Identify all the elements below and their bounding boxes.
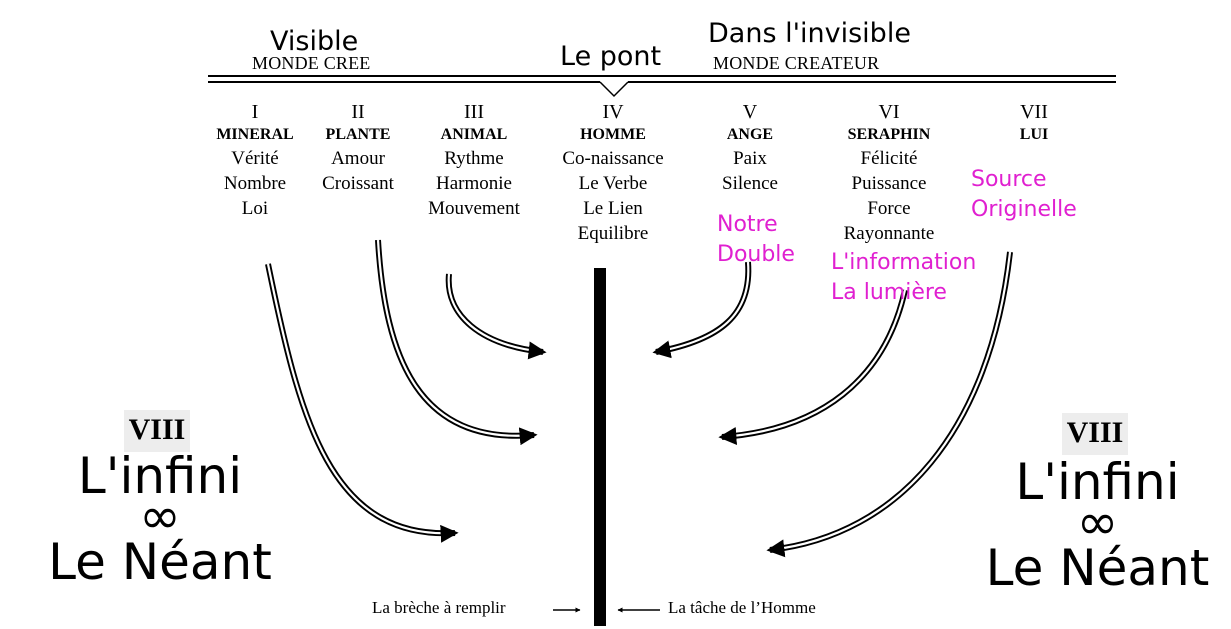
column-number: III bbox=[464, 101, 484, 123]
quality: Félicité bbox=[860, 148, 918, 169]
quality: Le Lien bbox=[583, 198, 643, 219]
lui-note-line: Originelle bbox=[971, 197, 1077, 222]
seraphin-note: L'information La lumière bbox=[831, 248, 976, 308]
arrow-mineral bbox=[265, 263, 459, 543]
quality: Force bbox=[867, 198, 911, 219]
quality: Nombre bbox=[223, 173, 287, 194]
column-number: VII bbox=[1020, 101, 1048, 123]
arrow-lui bbox=[766, 251, 1013, 558]
column-kind: SERAPHIN bbox=[847, 126, 931, 143]
column-kind: ANGE bbox=[726, 126, 774, 143]
lui-note-line: Source bbox=[971, 167, 1047, 192]
ange-note: Notre Double bbox=[717, 210, 795, 270]
left-roman-badge: VIII bbox=[124, 410, 190, 452]
quality: Rayonnante bbox=[843, 223, 935, 244]
le-pont-label: Le pont bbox=[560, 41, 662, 72]
right-infinity-symbol: ∞ bbox=[1076, 493, 1119, 551]
arrow-ange bbox=[652, 261, 752, 359]
column-kind: HOMME bbox=[580, 126, 646, 143]
column-kind: LUI bbox=[1019, 126, 1049, 143]
quality: Mouvement bbox=[428, 198, 520, 219]
column-homme: IV HOMME Co-naissance Le Verbe Le Lien E… bbox=[543, 100, 683, 246]
breche-note: La brèche à remplir bbox=[372, 598, 506, 617]
column-plante: II PLANTE Amour Croissant bbox=[288, 100, 428, 196]
visible-label: Visible bbox=[270, 26, 359, 57]
quality: Paix bbox=[733, 148, 767, 169]
column-number: II bbox=[351, 101, 365, 123]
column-kind: PLANTE bbox=[325, 126, 391, 143]
quality: Le Verbe bbox=[578, 173, 648, 194]
column-kind: MINERAL bbox=[216, 126, 294, 143]
quality: Equilibre bbox=[577, 223, 649, 244]
right-infini-text: L'infini bbox=[1015, 453, 1180, 511]
quality: Silence bbox=[722, 173, 778, 194]
arrow-seraphin bbox=[718, 289, 908, 445]
arrow-plante bbox=[375, 239, 538, 446]
left-infinity-block: L'infini ∞ Le Néant bbox=[30, 447, 290, 591]
column-number: I bbox=[251, 101, 259, 123]
quality: Croissant bbox=[322, 173, 394, 194]
quality: Rythme bbox=[444, 148, 504, 169]
seraphin-note-line: L'information bbox=[831, 250, 977, 275]
column-ange: V ANGE Paix Silence bbox=[680, 100, 820, 196]
header-rule bbox=[208, 75, 1116, 98]
central-pillar bbox=[594, 268, 606, 626]
column-number: IV bbox=[602, 101, 624, 123]
monde-cree-label: MONDE CREE bbox=[252, 53, 371, 73]
ange-note-line: Notre bbox=[717, 212, 778, 237]
column-animal: III ANIMAL Rythme Harmonie Mouvement bbox=[404, 100, 544, 221]
left-infini-text: L'infini bbox=[77, 447, 243, 505]
quality: Puissance bbox=[851, 173, 927, 194]
arrow-animal bbox=[445, 273, 547, 360]
monde-createur-label: MONDE CREATEUR bbox=[713, 53, 880, 73]
right-neant-text: Le Néant bbox=[985, 539, 1210, 597]
lui-note: Source Originelle bbox=[971, 165, 1077, 225]
tache-note: La tâche de l’Homme bbox=[668, 598, 816, 617]
right-infinity-block: L'infini ∞ Le Néant bbox=[975, 453, 1220, 597]
seraphin-note-line: La lumière bbox=[831, 280, 947, 305]
quality: Loi bbox=[241, 198, 269, 219]
column-seraphin: VI SERAPHIN Félicité Puissance Force Ray… bbox=[819, 100, 959, 246]
quality: Co-naissance bbox=[562, 148, 664, 169]
quality: Vérité bbox=[231, 148, 279, 169]
quality: Amour bbox=[331, 148, 385, 169]
left-neant-text: Le Néant bbox=[48, 533, 272, 591]
left-infinity-symbol: ∞ bbox=[139, 487, 181, 545]
column-number: V bbox=[742, 101, 758, 123]
quality: Harmonie bbox=[436, 173, 512, 194]
column-number: VI bbox=[878, 101, 900, 123]
dans-invisible-label: Dans l'invisible bbox=[708, 18, 911, 49]
ange-note-line: Double bbox=[717, 242, 795, 267]
column-lui: VII LUI bbox=[964, 100, 1104, 146]
right-roman-badge: VIII bbox=[1062, 413, 1128, 455]
column-mineral: I MINERAL Vérité Nombre Loi bbox=[185, 100, 325, 221]
column-kind: ANIMAL bbox=[440, 126, 508, 143]
